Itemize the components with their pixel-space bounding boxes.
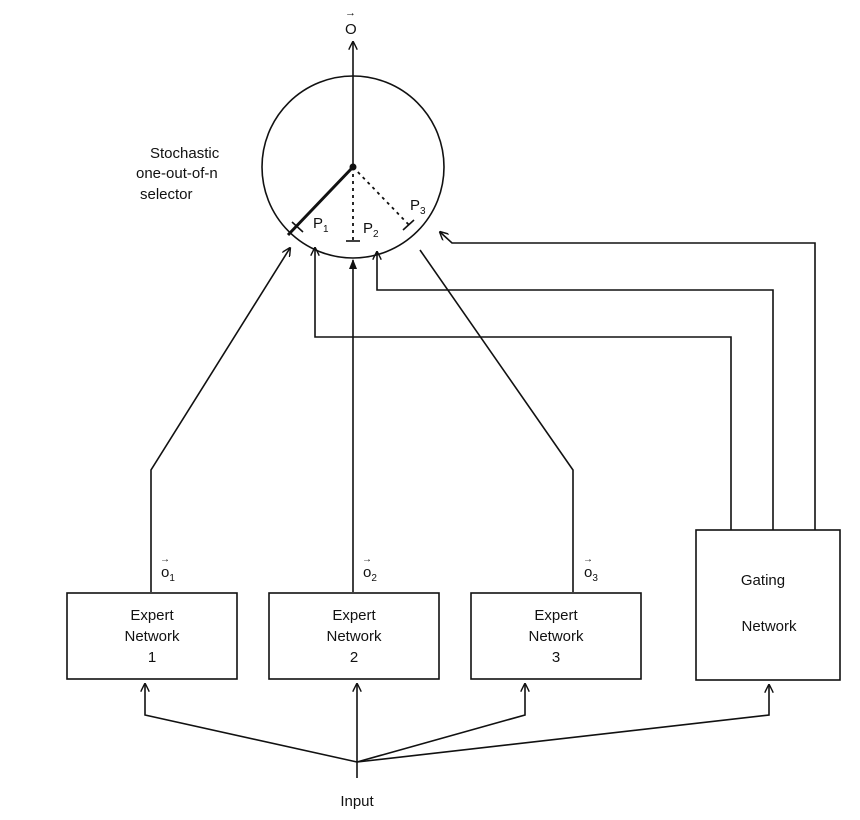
- expert1-output-vector-arrow: →: [160, 554, 170, 565]
- expert3-output-line: [419, 249, 574, 592]
- expert3-output-vector-arrow: →: [583, 554, 593, 565]
- gating-line-p3: [440, 232, 816, 530]
- probability-label-2: P2: [363, 220, 379, 240]
- expert1-output-label: o1: [161, 564, 175, 584]
- selected-switch-arm: [286, 165, 355, 237]
- expert1-line1: Expert: [130, 607, 174, 624]
- contact-tick-3: [402, 219, 415, 231]
- expert-network-2: Expert Network 2: [268, 592, 440, 680]
- expert-network-3: Expert Network 3: [470, 592, 642, 680]
- expert2-output-vector-arrow: →: [362, 554, 372, 565]
- input-line-expert1: [145, 684, 358, 763]
- selector-label-line1: Stochastic: [150, 145, 220, 162]
- gating-line1: Gating: [741, 572, 785, 589]
- gating-network: Gating Network: [695, 529, 841, 681]
- expert1-line3: 1: [148, 649, 156, 666]
- selector-label-line2: one-out-of-n: [136, 165, 218, 182]
- stochastic-selector-circle: [261, 75, 445, 259]
- gating-line2: Network: [741, 618, 797, 635]
- expert1-output-line: [150, 248, 290, 592]
- output-label: O: [345, 21, 357, 38]
- expert3-line2: Network: [528, 628, 584, 645]
- expert2-line2: Network: [326, 628, 382, 645]
- expert1-line2: Network: [124, 628, 180, 645]
- input-line-expert3: [356, 684, 525, 763]
- input-label: Input: [340, 793, 374, 810]
- probability-label-3: P3: [410, 197, 426, 217]
- input-line-gating: [356, 685, 769, 763]
- expert2-line1: Expert: [332, 607, 376, 624]
- expert-network-1: Expert Network 1: [66, 592, 238, 680]
- expert3-line3: 3: [552, 649, 560, 666]
- contact-tick-1: [291, 221, 304, 233]
- selector-label-line3: selector: [140, 186, 193, 203]
- expert3-line1: Expert: [534, 607, 578, 624]
- switch-arm-dashed-3: [352, 166, 411, 227]
- expert3-output-label: o3: [584, 564, 598, 584]
- expert2-line3: 2: [350, 649, 358, 666]
- output-vector-arrow: →: [345, 7, 356, 19]
- probability-label-1: P1: [313, 215, 329, 235]
- expert2-output-label: o2: [363, 564, 377, 584]
- gating-line-p1: [315, 248, 732, 530]
- gating-line-p2: [377, 252, 774, 530]
